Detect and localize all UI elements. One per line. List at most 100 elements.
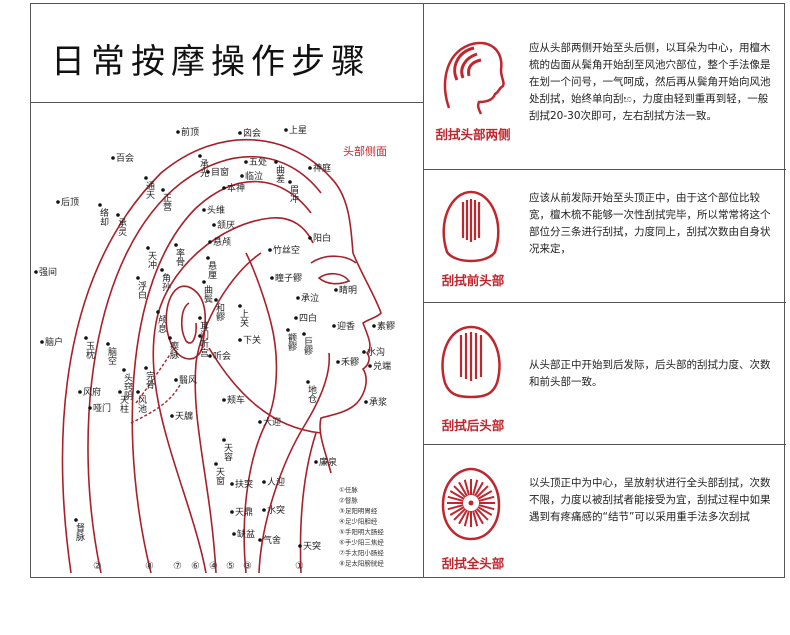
acupoint-dot-xinhui	[238, 131, 242, 135]
acupoint-dot-zhuzikong	[268, 248, 272, 252]
step-row-3: 刮拭后头部 从头部正中开始到后发际，后头部的刮拭力度、次数和前头部一致。	[423, 303, 786, 444]
meridian-number: ⑥	[191, 561, 200, 572]
acupoint-dot-quchai	[274, 160, 278, 164]
acupoint-label-chengqi: 承泣	[301, 292, 319, 304]
acupoint-dot-duiduan	[368, 364, 372, 368]
acupoint-label-duiduan: 兑端	[373, 360, 391, 372]
acupoint-dot-heliao	[214, 298, 218, 302]
acupoint-label-chengjiang: 承浆	[369, 396, 387, 408]
acupoint-dot-touwei	[202, 208, 206, 212]
acupoint-dot-shuigou	[362, 350, 366, 354]
acupoint-dot-wangu	[144, 366, 148, 370]
step-caption: 刮拭后头部	[441, 418, 505, 433]
acupoint-label-benshen: 本神	[227, 182, 245, 194]
meridian-sanjiao	[194, 252, 262, 574]
head-top-icon	[429, 461, 513, 549]
acupoint-label-chengguang: 承光	[198, 159, 209, 178]
row-separator-1	[423, 169, 786, 170]
section-label: 头部侧面	[343, 144, 387, 158]
legend-item: ⑦手太阳小肠经	[339, 548, 384, 557]
acupoint-label-sibai: 四白	[299, 312, 317, 324]
acupoint-label-touwei: 头维	[207, 204, 225, 216]
ear-inner	[180, 302, 197, 344]
acupoint-dot-yingxiang	[332, 324, 336, 328]
meridian-number: ③	[243, 561, 252, 572]
acupoint-label-fubai: 浮白	[136, 280, 147, 299]
acupoint-label-jiache: 颊车	[227, 394, 245, 406]
acupoint-dot-naokong	[106, 342, 110, 346]
acupoint-dot-qubin	[202, 280, 206, 284]
acupoint-dot-baihui	[111, 156, 115, 160]
meridian-bladder	[131, 180, 312, 574]
acupoint-dot-qimai	[168, 336, 172, 340]
acupoint-label-tianchong: 天冲	[146, 251, 157, 270]
meridian-gallbladder	[152, 217, 314, 574]
acupoint-dot-suliao	[372, 324, 376, 328]
acupoint-dot-chengguang	[198, 154, 202, 158]
acupoint-label-jingming: 睛明	[339, 285, 357, 296]
acupoint-label-naokong: 脑空	[106, 346, 117, 365]
acupoint-dot-naohu	[40, 340, 44, 344]
acupoint-label-jiaosun: 角孙	[160, 272, 171, 291]
acupoint-dot-chengqi	[296, 296, 300, 300]
step-description: 应该从前发际开始至头顶正中，由于这个部位比较宽，檀木梳不能够一次性刮拭完毕，所以…	[529, 192, 771, 255]
acupoint-dot-yifeng	[174, 378, 178, 382]
acupoint-dot-jingming	[334, 288, 338, 292]
legend-item: ⑤手阳明大肠经	[339, 527, 384, 536]
acupoint-dot-jiache	[222, 398, 226, 402]
acupoint-label-wuchu: 五处	[249, 156, 267, 168]
head-acupoint-diagram: 前顶百会囟会上星后顶通天承光五处曲差神庭络却承灵正营目窗临泣眉冲本神头维颔厌悬颅…	[31, 103, 423, 577]
acupoint-label-renying: 人迎	[267, 476, 285, 488]
acupoint-label-qihu: 气舍	[263, 534, 281, 546]
meridian-number: ②	[93, 561, 102, 572]
brow-line	[310, 255, 357, 264]
legend-item: ①任脉	[339, 485, 358, 494]
step-caption: 刮拭头部两侧	[435, 127, 511, 142]
row-separator-2	[423, 302, 786, 303]
acupoint-label-shuigou: 水沟	[367, 346, 385, 358]
acupoint-dot-tiantu	[298, 544, 302, 548]
acupoint-dot-renying	[262, 480, 266, 484]
eye-outline	[317, 272, 351, 285]
acupoint-dot-heliao2	[336, 360, 340, 364]
acupoint-label-tongziliao: 瞳子髎	[275, 272, 302, 284]
main-frame: 日常按摩操作步骤	[30, 3, 786, 578]
dashed-branches	[130, 352, 182, 424]
acupoint-dot-quepen	[232, 532, 236, 536]
acupoint-dot-hanyan	[212, 223, 216, 227]
acupoint-dot-lianquan	[314, 460, 318, 464]
meridian-du	[87, 156, 322, 574]
acupoint-dot-houding	[56, 200, 60, 204]
meridian-number: ④	[209, 561, 218, 572]
acupoint-label-touqiaoyin: 头窍阴	[122, 373, 133, 401]
step-row-4: 刮拭全头部 以头顶正中为中心，呈放射状进行全头部刮拭，次数不限，力度以被刮拭者能…	[423, 445, 786, 577]
acupoint-dot-tianchong	[146, 246, 150, 250]
acupoint-label-tiantu: 天突	[303, 540, 321, 552]
acupoint-label-futu: 扶突	[235, 478, 253, 490]
acupoint-dot-tinggong	[198, 334, 202, 338]
meridian-stomach	[243, 252, 278, 574]
acupoint-dot-tongziliao	[270, 276, 274, 280]
acupoint-dot-wuchu	[244, 160, 248, 164]
acupoint-label-muchuang: 目窗	[211, 166, 229, 178]
legend-item: ⑧足太阳膀胱经	[339, 559, 384, 568]
acupoint-dot-shangxing	[284, 128, 288, 132]
acupoint-label-fengfu: 风府	[83, 386, 101, 398]
acupoint-dot-jiaosun	[160, 268, 164, 272]
acupoint-label-daying: 大迎	[263, 416, 281, 428]
legend-item: ⑥手少阳三焦经	[339, 538, 384, 547]
acupoint-label-tinggong: 听宫	[198, 339, 209, 358]
meridian-lines	[61, 138, 382, 574]
acupoint-dot-luxi	[156, 310, 160, 314]
head-side-icon	[429, 30, 513, 118]
step-row-1: 刮拭头部两侧 应从头部两侧开始至头后侧，以耳朵为中心，用檀木梳的齿面从鬓角开始刮…	[423, 4, 786, 169]
acupoint-label-shenting: 神庭	[313, 162, 331, 174]
acupoint-dot-chengjiang	[364, 400, 368, 404]
acupoint-label-layer: 前顶百会囟会上星后顶通天承光五处曲差神庭络却承灵正营目窗临泣眉冲本神头维颔厌悬颅…	[39, 125, 395, 552]
acupoint-label-luoque: 络却	[98, 207, 109, 227]
acupoint-label-jingbiao: 督脉	[74, 522, 85, 541]
acupoint-label-dicang: 地仓	[306, 384, 317, 403]
meridian-number: ⑧	[145, 561, 154, 572]
acupoint-label-quchai: 曲差	[274, 165, 285, 183]
acupoint-label-qiangjian: 强间	[39, 266, 57, 278]
